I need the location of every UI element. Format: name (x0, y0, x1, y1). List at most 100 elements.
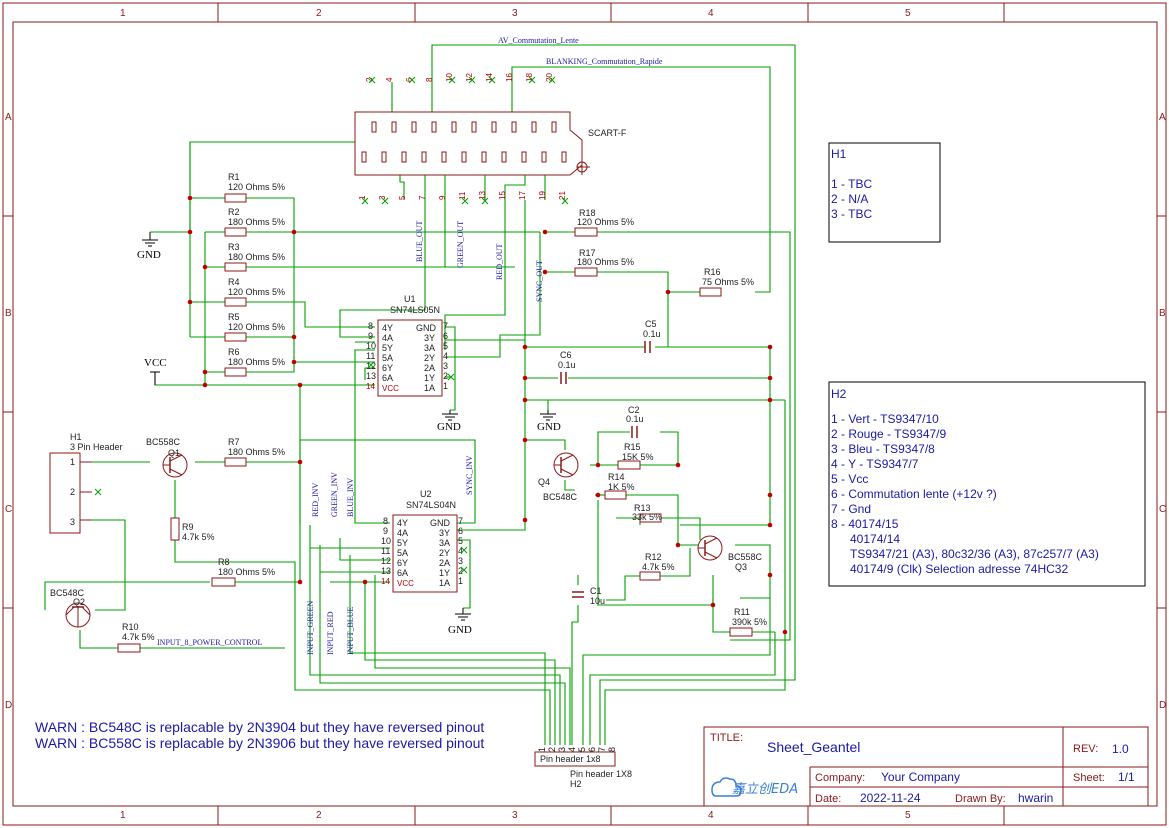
frame-row-b: B (5, 308, 12, 319)
u1-pin-4a: 4A (382, 333, 393, 343)
q4-ref: Q4 (538, 477, 550, 487)
scart-pin-17: 17 (518, 191, 527, 200)
u2-part: SN74LS04N (406, 500, 456, 510)
q2-part: BC548C (50, 588, 85, 598)
sheet-value: 1/1 (1118, 770, 1135, 784)
frame-col-4: 4 (708, 8, 714, 19)
r11-value: 390k 5% (732, 617, 767, 627)
r5-ref: R5 (228, 312, 240, 322)
gnd-label-4: GND (448, 624, 472, 636)
vcc-symbol: VCC (144, 357, 167, 385)
resistor-r5: R5 120 Ohms 5% (224, 312, 285, 342)
resistor-r17: R17 180 Ohms 5% (574, 248, 634, 277)
h1-pin-3: 3 (70, 517, 75, 527)
u1-ref: U1 (404, 294, 416, 304)
r9-ref: R9 (182, 522, 194, 532)
resistor-r18: R18 120 Ohms 5% (574, 208, 634, 237)
scart-pin-3: 3 (378, 195, 387, 200)
note-h2-line-2: 2 - Rouge - TS9347/9 (831, 427, 947, 441)
u2-pin-4a: 4A (397, 528, 408, 538)
scart-pin-1: 1 (358, 195, 367, 200)
note-h2-line-7: 7 - Gnd (831, 502, 871, 516)
u2-pin-1a: 1A (439, 578, 450, 588)
u2-num-5: 5 (458, 536, 463, 546)
sheet-label: Sheet: (1073, 772, 1105, 784)
h2-pin-8: 8 (607, 747, 617, 752)
h1-pin-2: 2 (70, 487, 75, 497)
net-green-out: GREEN_OUT (456, 221, 465, 268)
r11-ref: R11 (734, 607, 750, 617)
h2-pin-3: 3 (557, 747, 567, 752)
q1-ref: Q1 (168, 448, 180, 458)
r14-ref: R14 (608, 472, 625, 482)
u2-pin-1y: 1Y (439, 568, 450, 578)
note-h2-title: H2 (831, 387, 847, 401)
r2-value: 180 Ohms 5% (228, 217, 285, 227)
ic-u1: U1 SN74LS05N 4Y 4A 5Y 5A 6Y 6A VCC GND 3… (366, 294, 448, 397)
h2-pin-2: 2 (547, 747, 557, 752)
c5-value: 0.1u (643, 329, 661, 339)
u1-num-12: 12 (366, 361, 376, 371)
r3-value: 180 Ohms 5% (228, 252, 285, 262)
scart-pin-11: 11 (458, 191, 467, 200)
r15-value: 15K 5% (622, 452, 654, 462)
u2-num-3: 3 (458, 556, 463, 566)
note-h1-line-3: 3 - TBC (831, 207, 872, 221)
u2-num-9: 9 (383, 526, 388, 536)
u2-pin-3y: 3Y (439, 528, 450, 538)
u2-pin-3a: 3A (439, 538, 450, 548)
cloud-icon (711, 777, 742, 797)
u2-num-4: 4 (458, 546, 463, 556)
r1-ref: R1 (228, 172, 240, 182)
resistor-r4: R4 120 Ohms 5% (224, 277, 285, 307)
title-block: TITLE: Sheet_Geantel REV: 1.0 Company: Y… (703, 726, 1149, 807)
r4-ref: R4 (228, 277, 240, 287)
gnd-label-2: GND (437, 421, 461, 433)
power-symbols: GND VCC GND GND GND (137, 232, 561, 636)
note-h2-line-1: 1 - Vert - TS9347/10 (831, 412, 939, 426)
frame-col-2: 2 (316, 8, 322, 19)
frame-row-c: C (5, 504, 12, 515)
r7-ref: R7 (228, 437, 240, 447)
u2-num-11: 11 (381, 546, 390, 556)
r10-value: 4.7k 5% (122, 632, 155, 642)
r13-ref: R13 (634, 503, 651, 513)
scart-pin-15: 15 (498, 191, 507, 200)
capacitor-c6: C6 0.1u (558, 350, 576, 384)
frame-row-d-right: D (1159, 700, 1166, 711)
resistor-r16: R16 75 Ohms 5% (699, 267, 754, 297)
note-h2-line-8: 8 - 40174/15 (831, 517, 899, 531)
u1-pin-1a: 1A (424, 383, 435, 393)
transistor-q2: BC548C Q2 (50, 588, 91, 628)
gnd-label-1: GND (137, 249, 161, 261)
u1-num-11: 11 (366, 351, 375, 361)
note-h2-line-4: 4 - Y - TS9347/7 (831, 457, 919, 471)
u1-num-7: 7 (443, 321, 448, 331)
scart-pin-13: 13 (478, 191, 487, 200)
r8-ref: R8 (218, 557, 230, 567)
c2-ref: C2 (628, 405, 640, 415)
capacitor-c2: C2 0.1u (626, 405, 644, 438)
h2-pin-6: 6 (587, 747, 597, 752)
u2-num-14: 14 (381, 577, 390, 586)
u1-num-1: 1 (443, 381, 448, 391)
gnd-symbol: GND (448, 608, 472, 636)
note-h1-line-1: 1 - TBC (831, 177, 872, 191)
rev-value: 1.0 (1112, 742, 1129, 756)
r18-ref: R18 (579, 208, 596, 218)
net-blue-inv: BLUE_INV (346, 478, 355, 517)
resistor-r11: R11 390k 5% (729, 607, 767, 637)
net-av-commutation: AV_Commutation_Lente (498, 36, 579, 45)
frame-row-a: A (5, 112, 12, 123)
frame-col-1: 1 (120, 8, 126, 19)
h2-pin-4: 4 (567, 747, 577, 752)
scart-pin-5: 5 (398, 195, 407, 200)
h1-part: 3 Pin Header (70, 442, 123, 452)
h2-ref: H2 (570, 779, 582, 789)
q1-part: BC558C (146, 437, 181, 447)
resistors: R1 120 Ohms 5% R2 180 Ohms 5% R3 180 Ohm… (117, 172, 767, 653)
u1-pin-3y: 3Y (424, 333, 435, 343)
c1-value: 10u (590, 596, 605, 606)
r1-value: 120 Ohms 5% (228, 182, 285, 192)
resistor-r2: R2 180 Ohms 5% (224, 207, 285, 237)
